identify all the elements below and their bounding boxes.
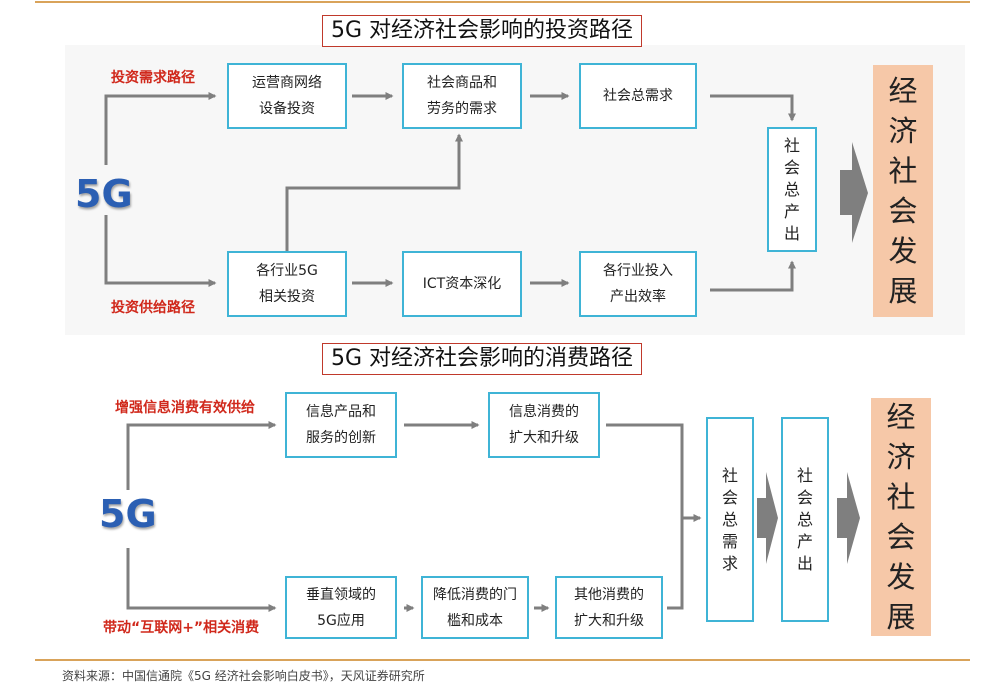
box-other-expand: 其他消费的 扩大和升级	[555, 576, 663, 639]
bottom-economic-development: 经济社会发展	[871, 398, 931, 636]
arrow-efficiency-output	[710, 260, 796, 292]
bottom-path-internet-label: 带动“互联网+”相关消费	[103, 620, 260, 636]
box-info-expand: 信息消费的 扩大和升级	[488, 392, 600, 458]
arrow-industry-goods	[285, 133, 463, 253]
box-innovation-text: 信息产品和 服务的创新	[306, 404, 376, 446]
box-threshold-text: 降低消费的门 槛和成本	[433, 586, 517, 629]
box-goods-demand-text: 社会商品和 劳务的需求	[427, 75, 497, 117]
arrow-expand-demand	[606, 423, 702, 522]
top-title: 5G 对经济社会影响的投资路径	[322, 15, 643, 47]
box-goods-demand: 社会商品和 劳务的需求	[402, 63, 522, 129]
box-threshold: 降低消费的门 槛和成本	[421, 576, 529, 639]
box-top-total-demand: 社会总需求	[579, 63, 697, 129]
bottom-big-arrow-2	[837, 472, 860, 564]
top-path-supply-label: 投资供给路径	[111, 300, 195, 316]
top-branch-demand-line	[104, 92, 217, 165]
box-vertical-5g-text: 垂直领域的 5G应用	[306, 586, 376, 629]
top-path-demand-label: 投资需求路径	[111, 70, 195, 86]
bottom-rule	[35, 659, 970, 661]
top-rule	[35, 1, 970, 3]
bottom-5g-label: 5G	[99, 492, 157, 536]
source-note: 资料来源：中国信通院《5G 经济社会影响白皮书》，天风证券研究所	[62, 669, 425, 683]
box-top-total-output: 社会总产出	[767, 127, 817, 252]
bottom-title: 5G 对经济社会影响的消费路径	[322, 343, 643, 375]
box-bottom-total-demand-text: 社会总需求	[721, 465, 738, 573]
box-vertical-5g: 垂直领域的 5G应用	[285, 576, 397, 639]
box-bottom-total-output-text: 社会总产出	[796, 465, 813, 573]
box-top-total-output-text: 社会总产出	[783, 135, 800, 243]
top-branch-supply-line	[104, 215, 217, 287]
arrow-demand-output	[710, 94, 796, 122]
box-top-total-demand-text: 社会总需求	[603, 88, 673, 104]
arrow-other-demand	[667, 518, 684, 610]
box-info-expand-text: 信息消费的 扩大和升级	[509, 404, 579, 446]
bottom-branch-internet-line	[126, 548, 277, 612]
box-bottom-total-output: 社会总产出	[781, 417, 829, 622]
box-industry-investment: 各行业5G 相关投资	[227, 251, 347, 317]
top-5g-label: 5G	[75, 172, 133, 216]
bottom-big-arrow-1	[757, 472, 778, 564]
bottom-economic-development-text: 经济社会发展	[886, 400, 916, 634]
top-big-arrow	[840, 142, 868, 243]
box-other-expand-text: 其他消费的 扩大和升级	[574, 586, 644, 629]
box-innovation: 信息产品和 服务的创新	[285, 392, 397, 458]
top-economic-development-text: 经济社会发展	[888, 74, 918, 308]
box-operator-investment-text: 运营商网络 设备投资	[252, 75, 322, 117]
box-ict-capital-text: ICT资本深化	[422, 276, 502, 292]
box-ict-capital: ICT资本深化	[402, 251, 522, 317]
box-operator-investment: 运营商网络 设备投资	[227, 63, 347, 129]
top-economic-development: 经济社会发展	[873, 65, 933, 317]
box-bottom-total-demand: 社会总需求	[706, 417, 754, 622]
box-efficiency-text: 各行业投入 产出效率	[603, 263, 673, 305]
bottom-branch-supply-line	[126, 421, 277, 490]
box-industry-investment-text: 各行业5G 相关投资	[256, 263, 318, 305]
bottom-path-supply-label: 增强信息消费有效供给	[115, 400, 255, 416]
box-efficiency: 各行业投入 产出效率	[579, 251, 697, 317]
